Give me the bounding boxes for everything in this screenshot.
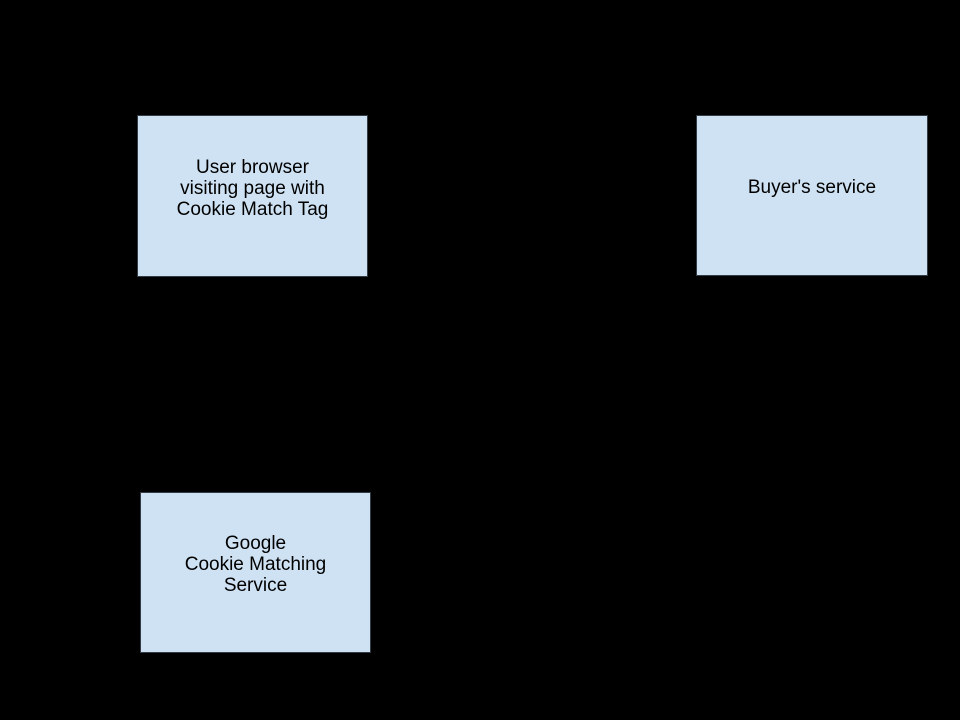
node-user-browser: User browser visiting page with Cookie M…	[137, 115, 368, 277]
node-google-cookie-matching-service: Google Cookie Matching Service	[140, 492, 371, 653]
node-label-line: Buyer's service	[747, 177, 877, 198]
node-label-line: User browser	[196, 156, 309, 178]
node-label-line: Cookie Matching	[184, 554, 327, 575]
node-label-line: visiting page with	[180, 177, 325, 199]
node-user-browser-label: User browser visiting page with Cookie M…	[177, 157, 329, 220]
node-buyers-service-label: Buyer's service	[748, 177, 876, 198]
node-google-cookie-matching-service-label: Google Cookie Matching Service	[185, 533, 327, 596]
node-label-line: Google	[224, 533, 287, 554]
node-label-line: Cookie Match Tag	[176, 198, 329, 220]
node-buyers-service: Buyer's service	[696, 115, 928, 276]
node-label-line: Service	[223, 575, 288, 596]
